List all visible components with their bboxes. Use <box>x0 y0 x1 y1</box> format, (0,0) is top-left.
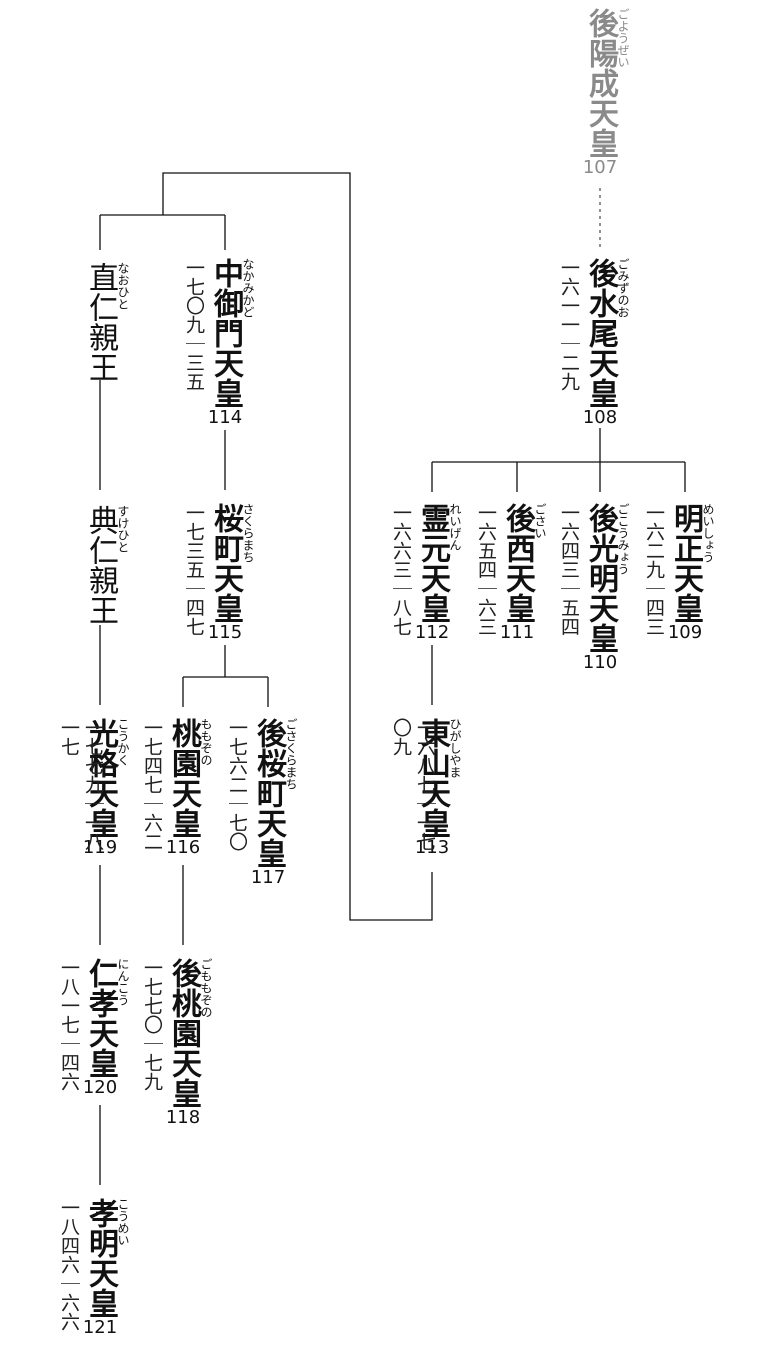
node-reign-dates: 一六五四｜六三 <box>475 503 497 636</box>
node-reign-number: 112 <box>414 622 450 643</box>
branch-115-children <box>182 645 269 707</box>
node-ruby-reading: すけひと <box>116 505 130 553</box>
node-reign-number: 116 <box>165 837 201 858</box>
node-reign-number: 108 <box>582 407 618 428</box>
node-name: 桜町天皇 <box>208 503 243 623</box>
node-ruby-reading: こうかく <box>116 718 130 766</box>
node-reign-number: 121 <box>82 1317 118 1338</box>
node-ruby-reading: なかみかど <box>241 258 255 318</box>
node-reign-dates: 一七三五｜四七 <box>183 503 205 636</box>
node-ruby-reading: ごさい <box>533 503 547 539</box>
node-ruby-reading: めいしょう <box>701 503 715 563</box>
node-reign-dates: 一六一一｜二九 <box>558 258 580 391</box>
node-ruby-reading: ごみずのお <box>616 258 630 318</box>
node-name: 明正天皇 <box>668 503 703 623</box>
node-reign-dates: 一八四六｜六六 <box>58 1198 80 1331</box>
node-reign-dates: 一八一七｜四六 <box>58 958 80 1091</box>
node-reign-dates: 一七〇九｜三五 <box>183 258 205 391</box>
node-reign-number: 109 <box>667 622 703 643</box>
node-reign-number: 111 <box>499 622 535 643</box>
node-reign-number: 110 <box>582 652 618 673</box>
node-name: 直仁親王 <box>83 262 118 382</box>
node-ruby-reading: ごさくらまち <box>284 718 298 790</box>
node-name: 東山天皇 <box>415 718 450 838</box>
link-113-114-branch <box>99 172 433 921</box>
node-reign-dates: 一六六三｜八七 <box>390 503 412 636</box>
node-reign-number: 117 <box>250 867 286 888</box>
node-name: 仁孝天皇 <box>83 958 118 1078</box>
node-name: 孝明天皇 <box>83 1198 118 1318</box>
node-reign-dates: 一七六二｜七〇 <box>226 718 248 851</box>
node-name: 後水尾天皇 <box>583 258 618 408</box>
node-reign-number: 115 <box>207 622 243 643</box>
node-ruby-reading: ごこうみょう <box>616 503 630 575</box>
node-name: 霊元天皇 <box>415 503 450 623</box>
emperor-node-sukehito: 典仁親王すけひと <box>83 505 130 625</box>
node-reign-dates: 一七七九｜一八一七 <box>58 718 104 851</box>
node-reign-number: 113 <box>414 837 450 858</box>
node-name: 光格天皇 <box>83 718 118 838</box>
emperor-node-naohito: 直仁親王なおひと <box>83 262 130 382</box>
node-reign-dates: 一六四三｜五四 <box>558 503 580 636</box>
node-reign-number: 120 <box>82 1077 118 1098</box>
node-name: 後桜町天皇 <box>251 718 286 868</box>
node-ruby-reading: ごももぞの <box>199 958 213 1018</box>
node-ruby-reading: ごようぜい <box>616 8 630 68</box>
node-reign-number: 118 <box>165 1107 201 1128</box>
node-reign-number: 119 <box>82 837 118 858</box>
branch-108-children <box>431 428 686 492</box>
node-ruby-reading: ももぞの <box>199 718 213 766</box>
node-reign-dates: 一七四七｜六二 <box>141 718 163 851</box>
node-ruby-reading: なおひと <box>116 262 130 310</box>
node-reign-number: 107 <box>582 157 618 178</box>
emperor-node-n107: 後陽成天皇ごようぜい 107 <box>583 8 630 178</box>
node-ruby-reading: れいげん <box>448 503 462 551</box>
node-reign-number: 114 <box>207 407 243 428</box>
node-name: 典仁親王 <box>83 505 118 625</box>
node-name: 中御門天皇 <box>208 258 243 408</box>
node-ruby-reading: にんこう <box>116 958 130 1006</box>
node-ruby-reading: こうめい <box>116 1198 130 1246</box>
node-name: 後光明天皇 <box>583 503 618 653</box>
node-name: 後陽成天皇 <box>583 8 618 158</box>
node-reign-dates: 一六八七｜一七〇九 <box>390 718 436 851</box>
node-name: 後桃園天皇 <box>166 958 201 1108</box>
node-name: 後西天皇 <box>500 503 535 623</box>
node-ruby-reading: ひがしやま <box>448 718 462 778</box>
node-ruby-reading: さくらまち <box>241 503 255 563</box>
node-reign-dates: 一七七〇｜七九 <box>141 958 163 1091</box>
node-name: 桃園天皇 <box>166 718 201 838</box>
node-reign-dates: 一六二九｜四三 <box>643 503 665 636</box>
